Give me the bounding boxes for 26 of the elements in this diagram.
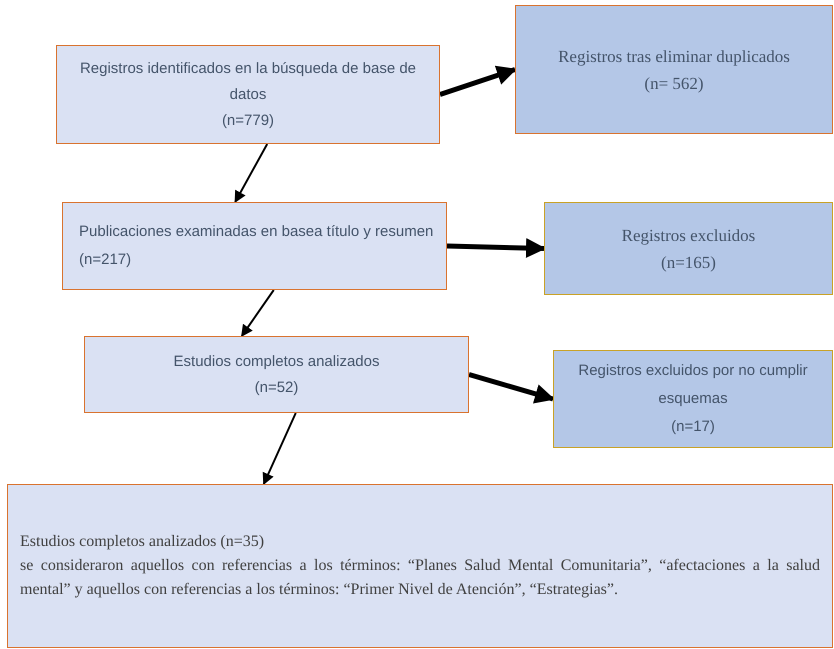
- box-text: (n=52): [254, 378, 298, 398]
- process-box: [84, 336, 469, 413]
- box-text: (n= 562): [644, 72, 704, 94]
- arrow: [439, 66, 517, 97]
- box-text: (n=779): [222, 110, 274, 130]
- box-text: Registros tras eliminar duplicados: [558, 46, 790, 68]
- process-box: [515, 5, 833, 134]
- box-text: (n=165): [661, 252, 716, 274]
- process-box: [56, 45, 440, 144]
- arrow: [446, 238, 546, 258]
- box-text: Registros identificados en la búsqueda de base de datos: [78, 58, 418, 104]
- process-box: [553, 350, 833, 448]
- box-text: Estudios completos analizados (n=35): [20, 532, 266, 552]
- process-box: [62, 202, 447, 290]
- box-text: Registros excluidos por no cumplir esquemas: [578, 361, 808, 409]
- box-text: Estudios completos analizados: [174, 352, 380, 372]
- arrow: [234, 144, 268, 204]
- box-text: (n=17): [671, 417, 715, 437]
- box-text: Publicaciones examinadas en basea título y resumen (n=217): [79, 222, 434, 270]
- arrow: [240, 289, 275, 337]
- box-text: Registros excluidos: [622, 224, 756, 247]
- process-box: [544, 202, 833, 295]
- arrow: [468, 372, 555, 404]
- arrow: [262, 412, 297, 486]
- process-box: [7, 484, 833, 648]
- box-text: se consideraron aquellos con referencias a los términos: “Planes Salud Mental Comunitaria”, “afectaciones a la salud mental” y aquellos con referencias a los términos: “Primer Nivel de Atención”, “Estrategias”.: [20, 556, 820, 600]
